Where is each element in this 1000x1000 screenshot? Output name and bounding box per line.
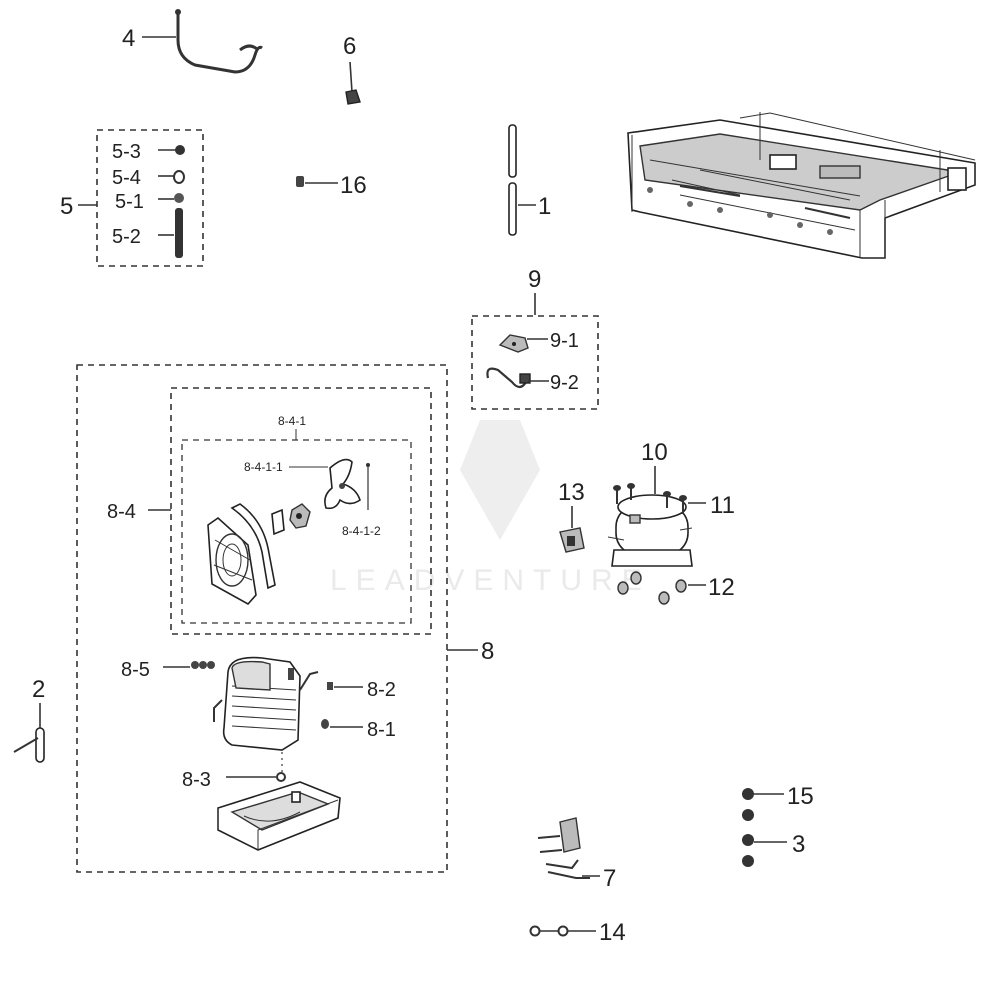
part-8-3-plug[interactable] [276,772,286,782]
part-5-2-spring[interactable] [175,208,183,258]
callout-8-3: 8-3 [182,769,211,791]
callout-5-2: 5-2 [112,226,141,248]
callout-5-1: 5-1 [115,191,144,213]
callout-9-2: 9-2 [550,372,579,394]
part-5-4-ring[interactable] [173,170,185,184]
part-3-pads[interactable] [742,834,754,867]
callout-8-5: 8-5 [121,659,150,681]
part-14-washers[interactable] [529,925,569,937]
watermark: LEADVENTURE [330,420,651,597]
part-12-grommets[interactable] [617,571,687,605]
part-9-2-harness[interactable] [486,367,531,389]
part-11-screws[interactable] [613,483,687,514]
part-8-5-screws[interactable] [191,661,215,669]
part-8-2-clip[interactable] [327,682,333,690]
callout-12: 12 [708,574,735,601]
callout-6: 6 [343,33,356,60]
callout-16: 16 [340,172,367,199]
part-fan-shroud[interactable] [207,516,257,606]
part-8-4-1-2-screw[interactable] [366,463,370,510]
callout-8-1: 8-1 [367,719,396,741]
callout-3: 3 [792,831,805,858]
callout-8: 8 [481,638,494,665]
callout-8-2: 8-2 [367,679,396,701]
callout-4: 4 [122,25,135,52]
part-8-4-1-1-fan-blade[interactable] [324,458,361,510]
part-evaporator[interactable] [213,656,319,751]
part-10-compressor[interactable] [607,494,693,567]
callout-9-1: 9-1 [550,330,579,352]
callout-10: 10 [641,439,668,466]
callout-5: 5 [60,193,73,220]
callout-5-4: 5-4 [112,167,141,189]
group-9-box [471,315,599,410]
part-duct-strip[interactable] [230,503,276,590]
part-fan-motor[interactable] [289,503,311,529]
part-5-3-cap[interactable] [175,145,185,155]
callout-8-4-1-2: 8-4-1-2 [342,524,381,538]
part-bracket[interactable] [271,508,285,536]
callout-14: 14 [599,919,626,946]
part-7-wire-harness[interactable] [537,817,590,879]
callout-15: 15 [787,783,814,810]
part-9-1-clip[interactable] [498,334,529,353]
cabinet-base-frame[interactable] [627,112,976,259]
callout-8-4: 8-4 [107,501,136,523]
group-8-box [76,364,448,873]
callout-11: 11 [710,492,735,519]
callout-1: 1 [538,193,551,220]
watermark-text: LEADVENTURE [330,564,651,597]
part-1-tubes[interactable] [508,124,517,236]
callout-2: 2 [32,676,45,703]
callout-8-4-1-1: 8-4-1-1 [244,460,283,474]
part-15-pads[interactable] [742,788,754,821]
callout-7: 7 [603,865,616,892]
part-8-1-sensor[interactable] [321,719,329,729]
callout-9: 9 [528,266,541,293]
callout-5-3: 5-3 [112,141,141,163]
part-5-1-nut[interactable] [174,193,184,203]
part-2-heater[interactable] [13,727,45,763]
part-16-grommet[interactable] [296,176,304,187]
callout-8-4-1: 8-4-1 [278,414,306,428]
part-6-fitting[interactable] [345,61,361,105]
part-13-relay[interactable] [559,527,585,553]
callout-13: 13 [558,479,585,506]
part-4-tube[interactable] [175,9,263,74]
group-8-4-1-box [181,439,412,624]
part-drain-tray[interactable] [217,781,341,851]
